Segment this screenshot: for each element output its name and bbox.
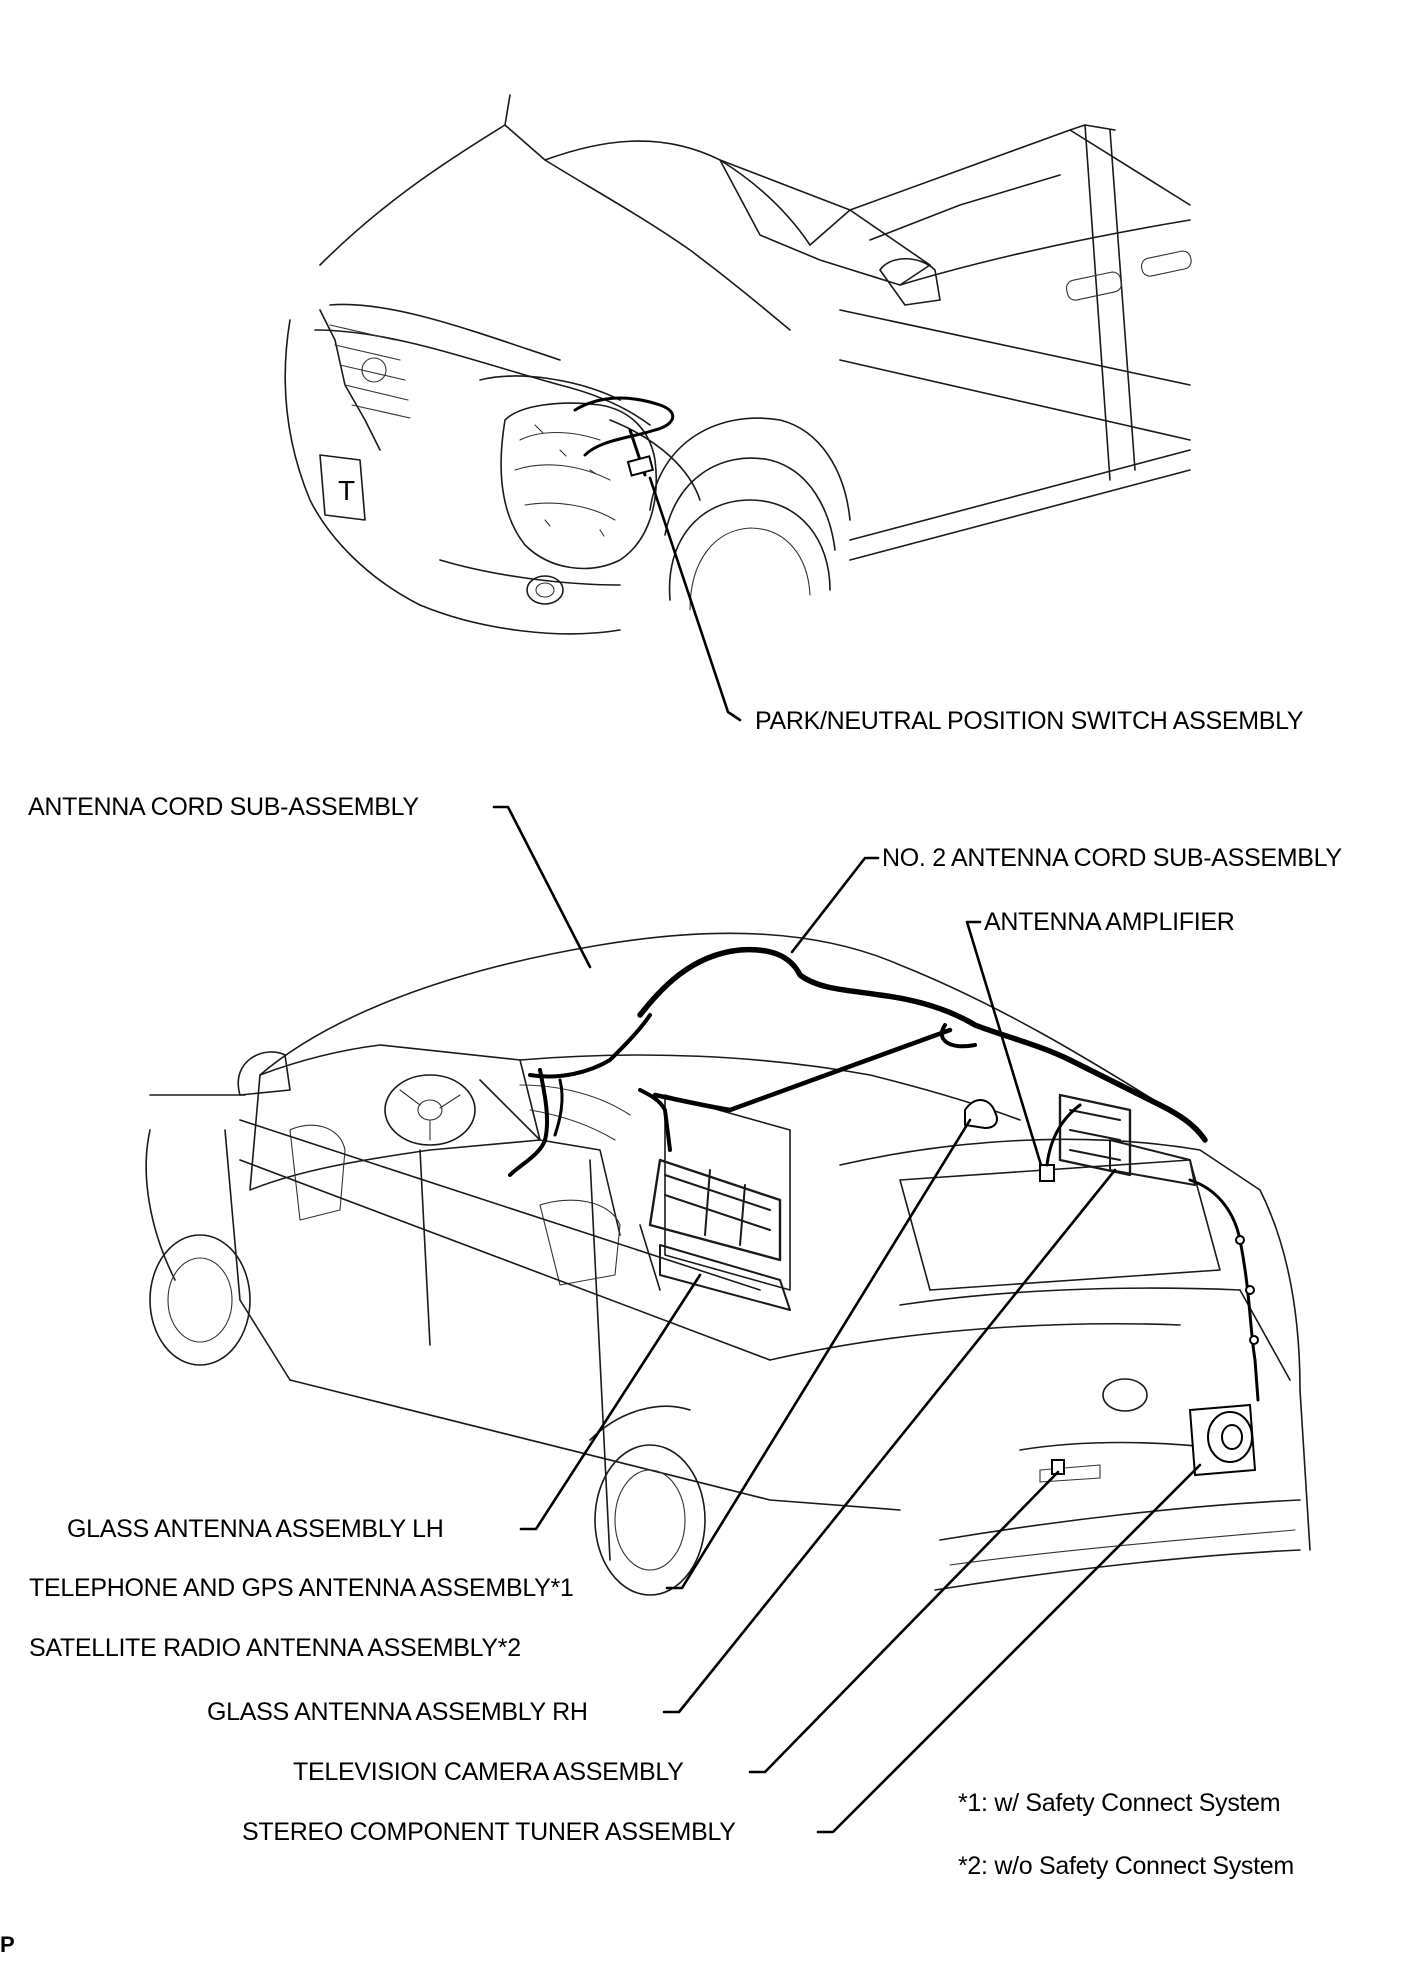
label-glass-antenna-lh: GLASS ANTENNA ASSEMBLY LH <box>67 1515 444 1543</box>
label-stereo-component-tuner: STEREO COMPONENT TUNER ASSEMBLY <box>242 1818 736 1846</box>
television-camera-part <box>1051 1459 1065 1475</box>
leader-antenna-cord <box>492 805 592 969</box>
glass-antenna-lh-part <box>648 1158 791 1311</box>
antenna-cord-harness <box>508 1013 652 1177</box>
label-glass-antenna-rh: GLASS ANTENNA ASSEMBLY RH <box>207 1698 588 1726</box>
label-antenna-cord: ANTENNA CORD SUB-ASSEMBLY <box>28 793 419 821</box>
leader-television-camera <box>748 1470 1060 1774</box>
label-no2-antenna-cord: NO. 2 ANTENNA CORD SUB-ASSEMBLY <box>882 844 1342 872</box>
leader-stereo-tuner <box>816 1463 1202 1834</box>
bottom-vehicle-illustration <box>145 932 1311 1596</box>
leader-telephone-gps <box>665 1118 972 1590</box>
label-antenna-amplifier: ANTENNA AMPLIFIER <box>984 908 1235 936</box>
no2-antenna-cord-harness <box>637 946 1208 1143</box>
glass-antenna-rh-part <box>1058 1093 1196 1186</box>
footnote-2: *2: w/o Safety Connect System <box>958 1852 1294 1880</box>
corner-mark: P <box>0 1932 15 1957</box>
label-park-neutral-switch: PARK/NEUTRAL POSITION SWITCH ASSEMBLY <box>755 707 1304 735</box>
label-television-camera: TELEVISION CAMERA ASSEMBLY <box>293 1758 684 1786</box>
label-telephone-gps-antenna: TELEPHONE AND GPS ANTENNA ASSEMBLY*1 <box>29 1574 574 1602</box>
leader-no2-antenna-cord <box>790 856 880 954</box>
leader-glass-antenna-lh <box>519 1273 702 1531</box>
telephone-gps-antenna-part <box>964 1099 998 1130</box>
leader-antenna-amplifier <box>965 920 1043 1167</box>
plate-text: T <box>338 475 355 506</box>
footnote-1: *1: w/ Safety Connect System <box>958 1789 1281 1817</box>
top-vehicle-illustration: T <box>284 94 1192 635</box>
leader-glass-antenna-rh <box>662 1168 1117 1714</box>
leader-park-neutral <box>648 476 742 722</box>
stereo-tuner-part <box>1188 1403 1257 1477</box>
antenna-amplifier-part <box>1039 1164 1055 1182</box>
label-satellite-radio-antenna: SATELLITE RADIO ANTENNA ASSEMBLY*2 <box>29 1634 521 1662</box>
